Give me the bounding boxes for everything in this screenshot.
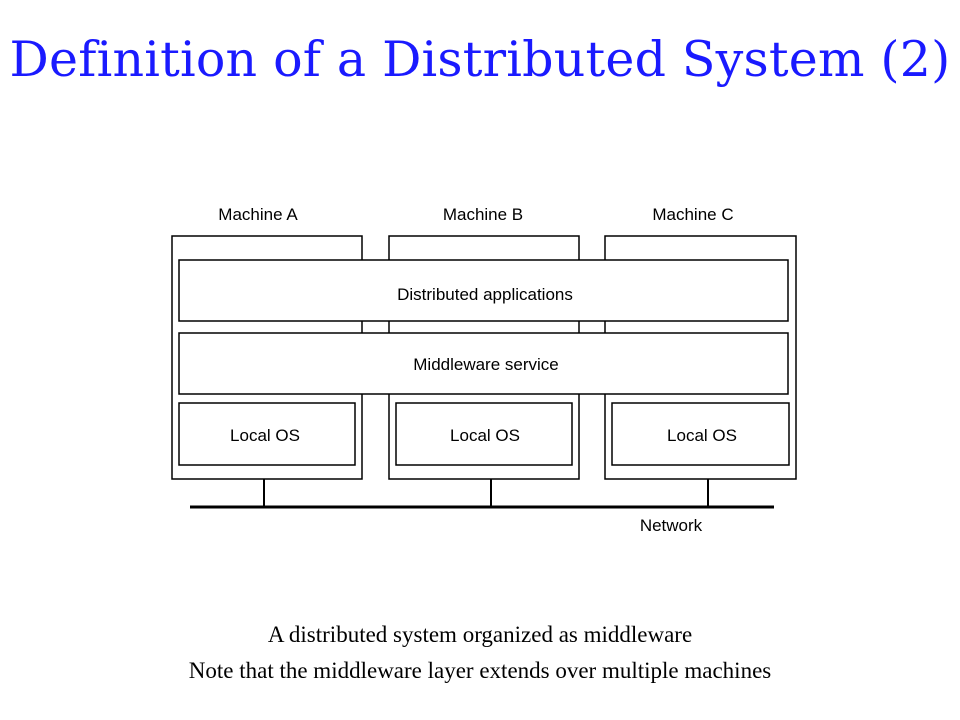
local-os-a-box bbox=[178, 402, 356, 466]
machine-c-label: Machine C bbox=[652, 205, 733, 224]
local-os-c-box bbox=[611, 402, 790, 466]
distributed-applications-layer bbox=[178, 259, 789, 322]
network-label: Network bbox=[640, 516, 703, 535]
slide-title: Definition of a Distributed System (2) bbox=[9, 31, 951, 88]
caption-line-1: A distributed system organized as middle… bbox=[267, 622, 693, 647]
machine-b-label: Machine B bbox=[443, 205, 523, 224]
local-os-b-label: Local OS bbox=[450, 426, 520, 445]
local-os-c-label: Local OS bbox=[667, 426, 737, 445]
local-os-b-box bbox=[395, 402, 573, 466]
middleware-service-layer bbox=[178, 332, 789, 395]
middleware-service-label: Middleware service bbox=[413, 355, 559, 374]
machine-a-label: Machine A bbox=[218, 205, 298, 224]
caption-line-2: Note that the middleware layer extends o… bbox=[188, 658, 772, 683]
distributed-applications-label: Distributed applications bbox=[397, 285, 573, 304]
local-os-a-label: Local OS bbox=[230, 426, 300, 445]
